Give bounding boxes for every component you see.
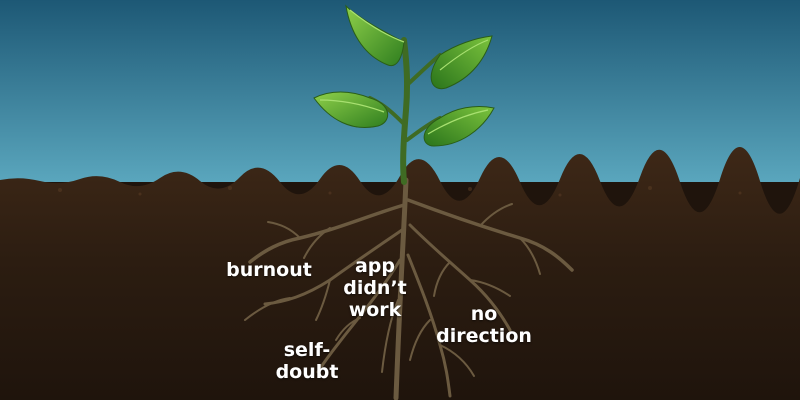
leaf-right bbox=[423, 105, 495, 147]
sky bbox=[0, 0, 800, 182]
roots bbox=[244, 177, 574, 400]
root-label-burnout: burnout bbox=[226, 259, 312, 281]
root-label-self-doubt: self- doubt bbox=[275, 339, 339, 383]
leaf-top bbox=[345, 4, 405, 67]
root-label-app-didnt-work: app didn’t work bbox=[343, 255, 407, 321]
leaf-upper-right bbox=[430, 35, 493, 90]
stem-branch-upper-right bbox=[405, 53, 442, 87]
soil-speckles bbox=[58, 186, 742, 197]
leaves bbox=[313, 4, 495, 147]
root-label-no-direction: no direction bbox=[436, 303, 532, 347]
stem bbox=[400, 37, 411, 185]
